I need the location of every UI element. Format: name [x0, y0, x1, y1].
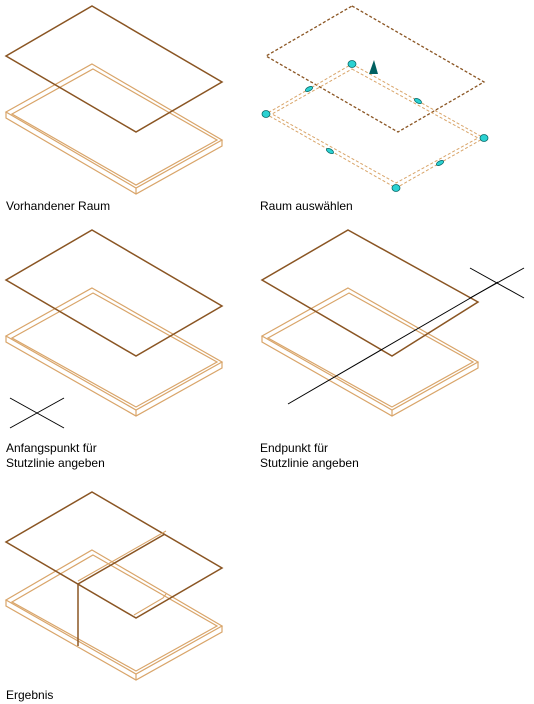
- lower-room-slab: [4, 63, 224, 195]
- grip-top: [347, 60, 357, 68]
- caption-result: Ergebnis: [6, 688, 53, 703]
- panel-existing: [4, 5, 224, 195]
- upper-room-selected: [264, 5, 486, 133]
- panel-endpoint: [260, 229, 525, 417]
- caption-result-line1: Ergebnis: [6, 688, 54, 702]
- trimmed-room-boundaries: [4, 491, 224, 646]
- grip-edge-top-right: [413, 97, 423, 105]
- caption-existing: Vorhandener Raum: [6, 199, 110, 214]
- grip-edge-bottom-left: [325, 147, 335, 155]
- caption-select: Raum auswählen: [260, 199, 353, 214]
- panel-startpoint: [4, 229, 224, 429]
- crosshair-end-icon: [469, 267, 525, 299]
- caption-startpoint-line2: Stutzlinie angeben: [6, 456, 105, 470]
- panel-select: [261, 5, 489, 192]
- grip-left: [261, 110, 271, 118]
- trimmed-edge-slab: [77, 530, 167, 616]
- grip-bottom: [391, 184, 401, 192]
- lower-room-slab-3: [4, 287, 224, 417]
- upper-room-outline-4: [260, 229, 480, 357]
- upper-room-outline-3: [4, 229, 224, 357]
- grip-right: [479, 134, 489, 142]
- panel-result: [4, 491, 224, 681]
- upper-room-outline: [4, 5, 224, 133]
- lower-room-selected: [264, 63, 486, 189]
- grip-edge-bottom-right: [435, 160, 445, 166]
- caption-startpoint-line1: Anfangspunkt für: [6, 441, 97, 455]
- trim-line: [287, 281, 499, 405]
- caption-select-line1: Raum auswählen: [260, 199, 353, 213]
- lower-room-slab-4: [260, 287, 480, 417]
- caption-endpoint: Endpunkt für Stutzlinie angeben: [260, 441, 359, 471]
- arrow-icon: [369, 60, 378, 74]
- lower-room-slab-5: [4, 549, 224, 681]
- caption-startpoint: Anfangspunkt für Stutzlinie angeben: [6, 441, 105, 471]
- caption-existing-line1: Vorhandener Raum: [6, 199, 111, 213]
- grip-edge-top-left: [304, 86, 314, 92]
- caption-endpoint-line2: Stutzlinie angeben: [260, 456, 359, 470]
- crosshair-icon: [9, 397, 65, 429]
- caption-endpoint-line1: Endpunkt für: [260, 441, 329, 455]
- selection-grips: [261, 60, 489, 192]
